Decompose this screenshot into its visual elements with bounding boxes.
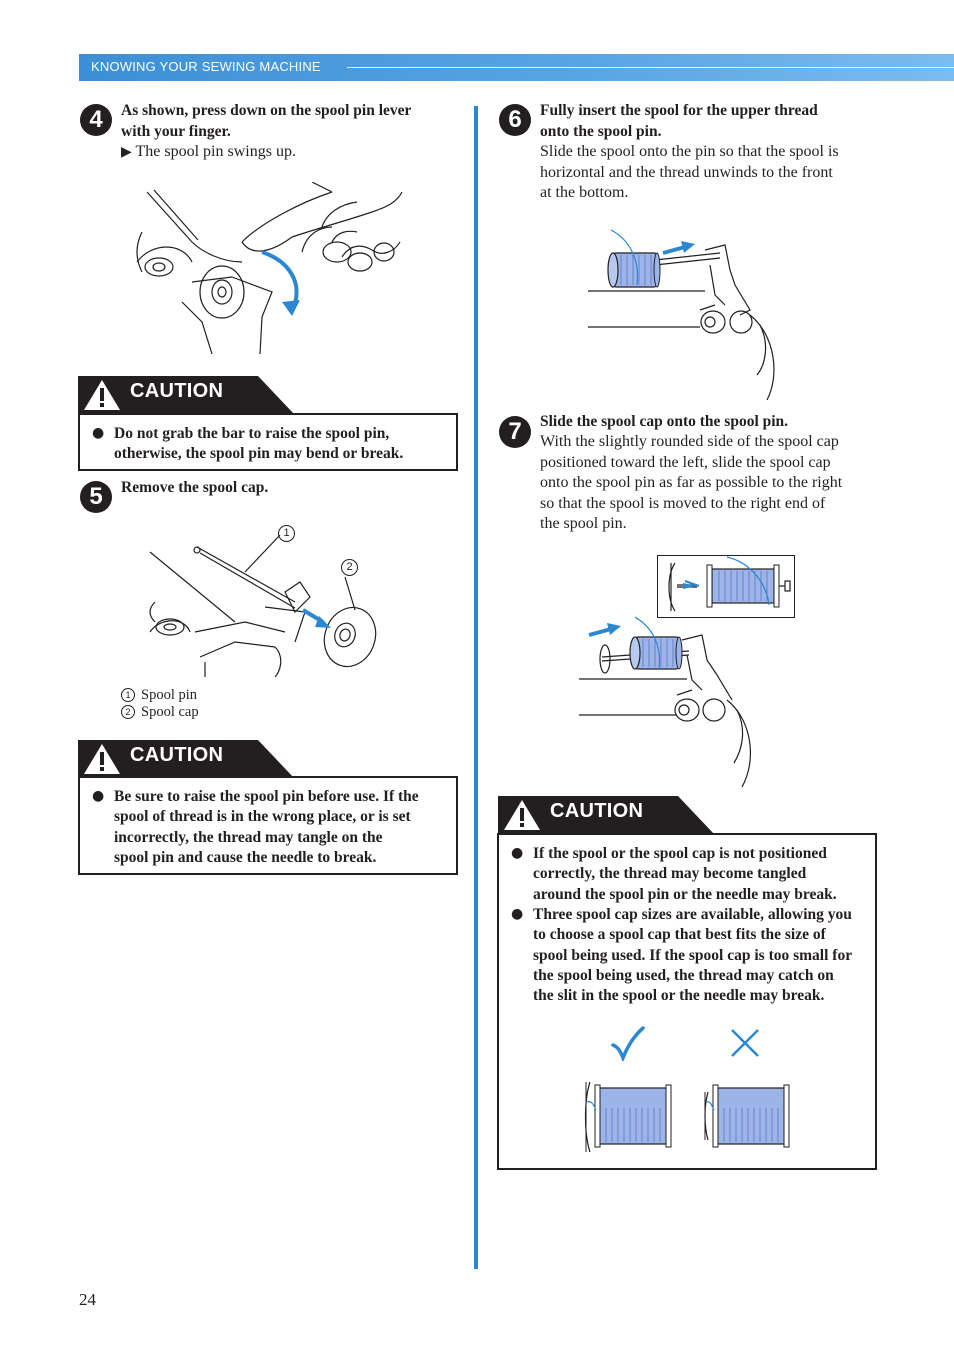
step-4-title-line2: with your finger.	[121, 122, 231, 140]
bullet-line: spool being used. If the spool cap is to…	[533, 946, 853, 964]
body-line: horizontal and the thread unwinds to the…	[540, 163, 833, 181]
body-line: With the slightly rounded side of the sp…	[540, 433, 839, 450]
step-7-title: Slide the spool cap onto the spool pin.	[540, 413, 789, 430]
caution-2-box: ● Be sure to raise the spool pin before …	[78, 776, 458, 875]
bullet-line: Do not grab the bar to raise the spool p…	[114, 425, 390, 442]
callout-1: 1	[278, 525, 295, 542]
caution-1-box: ● Do not grab the bar to raise the spool…	[78, 413, 458, 471]
spool-pin-lever-illustration	[136, 182, 403, 354]
legend-spool-pin: 1 Spool pin	[121, 687, 197, 705]
step-6-body: Slide the spool onto the pin so that the…	[540, 142, 839, 204]
body-line: so that the spool is moved to the right …	[540, 494, 826, 512]
step-number-5: 5	[80, 481, 112, 513]
bullet-line: Be sure to raise the spool pin before us…	[114, 788, 419, 805]
caution-label: CAUTION	[550, 800, 644, 822]
caution-3-bullet-2: ● Three spool cap sizes are available, a…	[511, 905, 852, 1006]
bullet-line: incorrectly, the thread may tangle on th…	[114, 828, 383, 846]
insert-spool-illustration	[588, 229, 775, 400]
step-7-body: With the slightly rounded side of the sp…	[540, 432, 842, 535]
caution-2-bullet: ● Be sure to raise the spool pin before …	[92, 787, 419, 868]
spool-cap-inset-illustration	[657, 555, 795, 618]
bullet-line: correctly, the thread may become tangled	[533, 865, 807, 883]
caution-3-tab: CAUTION	[498, 796, 718, 834]
caution-1-bullet: ● Do not grab the bar to raise the spool…	[92, 424, 403, 465]
bullet-line: Three spool cap sizes are available, all…	[533, 906, 852, 923]
caution-2-tab: CAUTION	[78, 740, 298, 778]
legend-text: Spool cap	[141, 704, 199, 720]
check-icon	[611, 1026, 645, 1061]
column-divider	[474, 106, 478, 1269]
caution-tab-shape	[78, 740, 294, 778]
body-line: positioned toward the left, slide the sp…	[540, 453, 831, 471]
step-6-title-line1: Fully insert the spool for the upper thr…	[540, 102, 818, 119]
bullet-icon: ●	[511, 906, 524, 922]
legend-text: Spool pin	[141, 687, 197, 703]
bullet-line: the slit in the spool or the needle may …	[533, 987, 825, 1005]
bullet-line: spool pin and cause the needle to break.	[114, 848, 377, 866]
legend-spool-cap: 2 Spool cap	[121, 704, 199, 722]
bullet-line: If the spool or the spool cap is not pos…	[533, 845, 827, 862]
cross-icon	[731, 1029, 759, 1057]
body-line: Slide the spool onto the pin so that the…	[540, 143, 839, 160]
caution-1-tab: CAUTION	[78, 376, 298, 414]
callout-number-icon: 1	[121, 688, 135, 702]
step-4-result-text: The spool pin swings up.	[135, 143, 296, 160]
step-4-title-line1: As shown, press down on the spool pin le…	[121, 102, 412, 119]
caution-tab-shape	[498, 796, 714, 834]
callout-2: 2	[341, 559, 358, 576]
section-title: KNOWING YOUR SEWING MACHINE	[91, 59, 321, 74]
bullet-icon: ●	[92, 788, 105, 804]
step-4-title: As shown, press down on the spool pin le…	[121, 101, 461, 142]
caution-tab-shape	[78, 376, 294, 414]
bullet-line: otherwise, the spool pin may bend or bre…	[114, 445, 404, 463]
page-number: 24	[79, 1290, 96, 1309]
step-5-title: Remove the spool cap.	[121, 479, 269, 496]
callout-number-icon: 2	[121, 705, 135, 719]
slide-spool-cap-illustration	[579, 616, 752, 787]
section-header-bar: KNOWING YOUR SEWING MACHINE	[79, 54, 954, 81]
bullet-line: the spool being used, the thread may cat…	[533, 966, 834, 984]
caution-label: CAUTION	[130, 744, 224, 766]
body-line: the spool pin.	[540, 515, 627, 532]
bullet-line: around the spool pin or the needle may b…	[533, 885, 837, 903]
correct-spool-cap-illustration	[584, 1081, 672, 1153]
step-6-title: Fully insert the spool for the upper thr…	[540, 101, 880, 142]
remove-spool-cap-illustration	[149, 534, 377, 677]
body-line: at the bottom.	[540, 184, 629, 201]
bullet-icon: ●	[92, 425, 105, 441]
body-line: onto the spool pin as far as possible to…	[540, 474, 843, 491]
step-number-6: 6	[499, 104, 531, 136]
header-rule	[347, 67, 954, 68]
bullet-icon: ●	[511, 845, 524, 861]
bullet-line: to choose a spool cap that best fits the…	[533, 926, 826, 944]
incorrect-spool-cap-illustration	[704, 1084, 790, 1148]
step-4-result: ▶ The spool pin swings up.	[121, 142, 296, 164]
bullet-line: spool of thread is in the wrong place, o…	[114, 808, 411, 826]
step-6-title-line2: onto the spool pin.	[540, 122, 662, 140]
triangle-right-icon: ▶	[121, 145, 132, 160]
caution-3-box: ● If the spool or the spool cap is not p…	[497, 833, 877, 1170]
caution-label: CAUTION	[130, 380, 224, 402]
step-number-4: 4	[80, 104, 112, 136]
caution-3-bullet-1: ● If the spool or the spool cap is not p…	[511, 844, 837, 905]
step-number-7: 7	[499, 416, 531, 448]
